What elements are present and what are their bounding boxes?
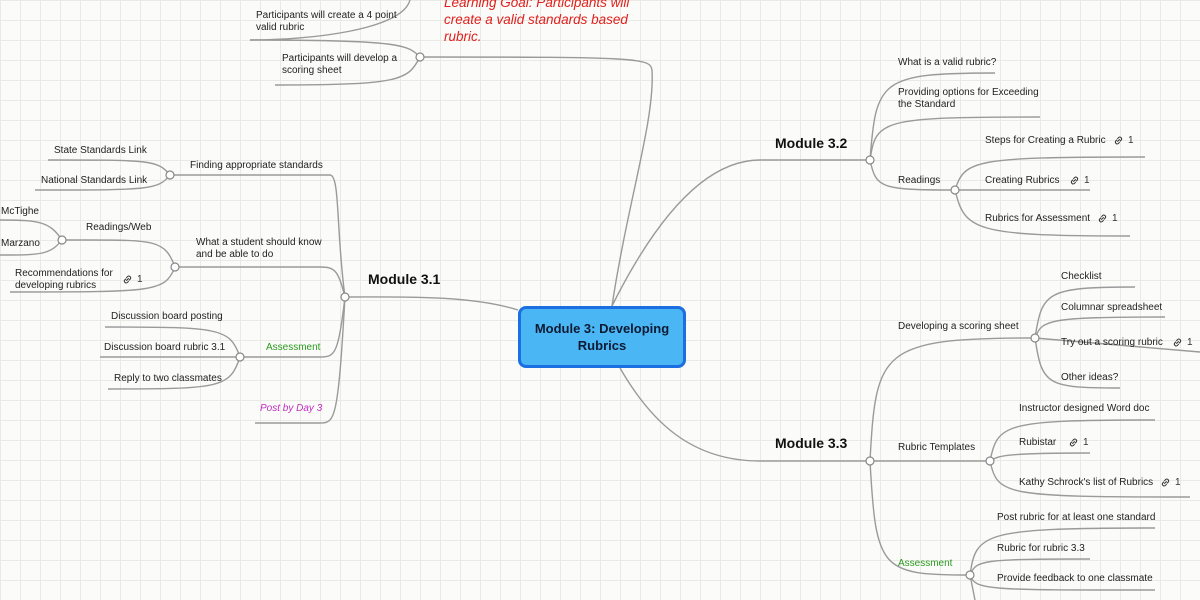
topic-national-standards-link[interactable]: National Standards Link [41, 175, 148, 186]
link-count: 1 [1084, 175, 1090, 186]
topic-marzano[interactable]: Marzano [1, 238, 40, 249]
link-icon [1114, 136, 1123, 145]
central-topic[interactable]: Module 3: Developing Rubrics [518, 306, 686, 368]
topic-rubric-for-rubric[interactable]: Rubric for rubric 3.3 [997, 543, 1085, 554]
topic-post-by-day-3[interactable]: Post by Day 3 [260, 403, 323, 414]
module-3-1-title[interactable]: Module 3.1 [368, 271, 441, 287]
topic-discussion-rubric[interactable]: Discussion board rubric 3.1 [104, 342, 226, 353]
topic-other-ideas[interactable]: Other ideas? [1061, 372, 1119, 383]
topic-state-standards-link[interactable]: State Standards Link [54, 145, 147, 156]
topic-rubric-templates[interactable]: Rubric Templates [898, 442, 976, 453]
link-icon [1173, 338, 1182, 347]
link-icon [1161, 478, 1170, 487]
topic-developing-scoring-sheet[interactable]: Developing a scoring sheet [898, 321, 1019, 332]
topic-steps-creating-rubric[interactable]: Steps for Creating a Rubric [985, 135, 1106, 146]
topic-valid-rubric[interactable]: What is a valid rubric? [898, 57, 997, 68]
topic-rubistar[interactable]: Rubistar [1019, 437, 1057, 448]
link-icon [1070, 176, 1079, 185]
topic-mctighe[interactable]: McTighe [1, 206, 39, 217]
topic-create-4-point-rubric[interactable]: Participants will create a 4 point valid… [256, 10, 397, 33]
module-3-2-title[interactable]: Module 3.2 [775, 135, 848, 151]
link-count: 1 [1175, 477, 1181, 488]
topic-readings-32[interactable]: Readings [898, 175, 941, 186]
topic-discussion-posting[interactable]: Discussion board posting [111, 311, 223, 322]
link-count: 1 [1128, 135, 1134, 146]
topic-columnar-spreadsheet[interactable]: Columnar spreadsheet [1061, 302, 1163, 313]
topic-creating-rubrics[interactable]: Creating Rubrics [985, 175, 1060, 186]
topic-finding-standards[interactable]: Finding appropriate standards [190, 160, 323, 171]
link-indicator-kathy[interactable]: 1 [1160, 477, 1181, 488]
link-icon [1098, 214, 1107, 223]
topic-student-know[interactable]: What a student should know and be able t… [196, 237, 322, 260]
topic-assessment-31[interactable]: Assessment [266, 342, 321, 353]
learning-goal-note[interactable]: Learning Goal: Participants will create … [444, 0, 630, 44]
module-3-3-title[interactable]: Module 3.3 [775, 435, 848, 451]
link-icon [1069, 438, 1078, 447]
topic-recommendations[interactable]: Recommendations for developing rubrics [15, 268, 113, 291]
topic-instructor-word-doc[interactable]: Instructor designed Word doc [1019, 403, 1150, 414]
topic-readings-web[interactable]: Readings/Web [86, 222, 152, 233]
topic-checklist[interactable]: Checklist [1061, 271, 1102, 282]
link-indicator-assessment[interactable]: 1 [1097, 213, 1118, 224]
topic-post-rubric[interactable]: Post rubric for at least one standard [997, 512, 1156, 523]
topic-reply-classmates[interactable]: Reply to two classmates [114, 373, 222, 384]
topic-options-exceeding[interactable]: Providing options for Exceeding the Stan… [898, 87, 1039, 110]
topic-develop-scoring-sheet[interactable]: Participants will develop a scoring shee… [282, 53, 398, 76]
link-indicator-creating[interactable]: 1 [1069, 175, 1090, 186]
link-count: 1 [1187, 337, 1193, 348]
topic-try-out-rubric[interactable]: Try out a scoring rubric [1061, 337, 1163, 348]
link-indicator-recommendations[interactable]: 1 [122, 274, 143, 285]
link-indicator-steps[interactable]: 1 [1113, 135, 1134, 146]
topic-kathy-schrock[interactable]: Kathy Schrock's list of Rubrics [1019, 477, 1154, 488]
topic-rubrics-assessment[interactable]: Rubrics for Assessment [985, 213, 1091, 224]
link-count: 1 [1083, 437, 1089, 448]
link-icon [123, 275, 132, 284]
link-count: 1 [137, 274, 143, 285]
topic-provide-feedback[interactable]: Provide feedback to one classmate [997, 573, 1153, 584]
link-indicator-try-out[interactable]: 1 [1172, 337, 1193, 348]
link-count: 1 [1112, 213, 1118, 224]
topic-assessment-33[interactable]: Assessment [898, 558, 953, 569]
link-indicator-rubistar[interactable]: 1 [1068, 437, 1089, 448]
